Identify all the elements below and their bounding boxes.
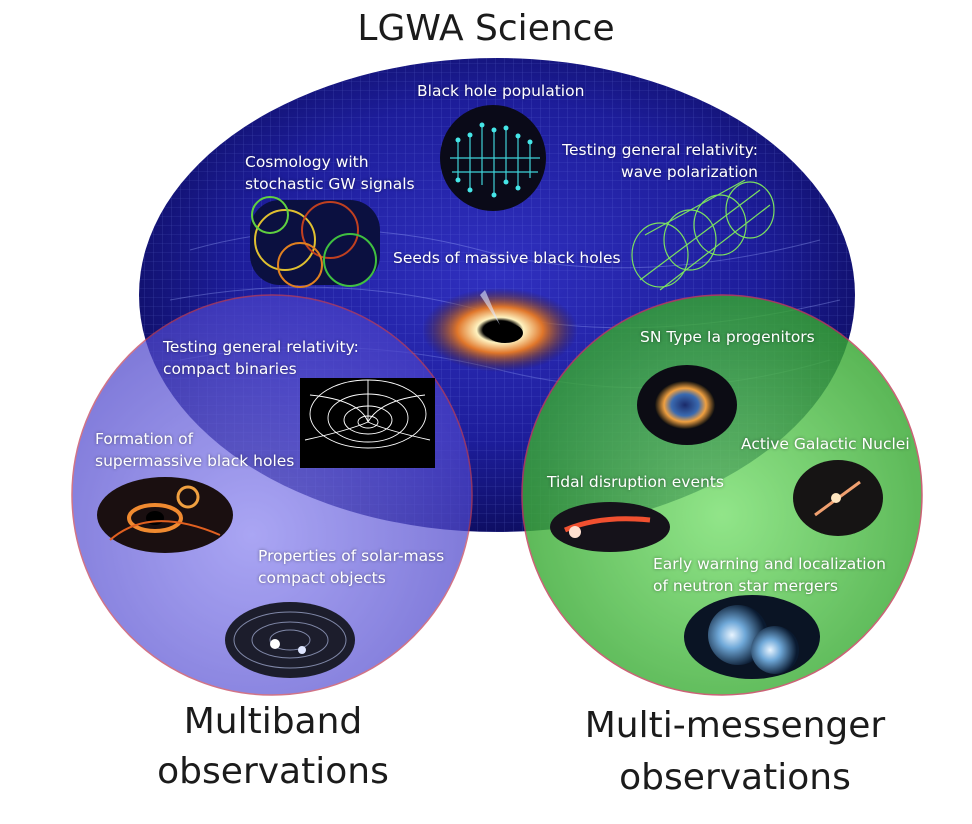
label-line-2: compact objects bbox=[258, 569, 386, 587]
label-line-1: Testing general relativity: bbox=[562, 141, 758, 159]
sn-type-image bbox=[637, 365, 737, 445]
solar-mass-image bbox=[225, 602, 355, 678]
label-text: SN Type Ia progenitors bbox=[640, 328, 815, 346]
label-gr-binaries: Testing general relativity: compact bina… bbox=[163, 336, 359, 380]
label-smbh: Formation of supermassive black holes bbox=[95, 428, 294, 472]
label-line-2: compact binaries bbox=[163, 360, 297, 378]
cosmology-image bbox=[250, 196, 380, 288]
label-early-warning: Early warning and localization of neutro… bbox=[653, 553, 886, 597]
label-agn: Active Galactic Nuclei bbox=[741, 433, 910, 455]
seeds-image bbox=[422, 288, 578, 372]
multiband-title: Multiband observations bbox=[128, 697, 418, 797]
title-line-1: Multi-messenger bbox=[584, 705, 886, 746]
label-solar-mass: Properties of solar-mass compact objects bbox=[258, 545, 444, 589]
label-gr-polarization: Testing general relativity: wave polariz… bbox=[545, 139, 758, 183]
black-hole-population-image bbox=[440, 105, 546, 211]
label-line-1: Cosmology with bbox=[245, 153, 369, 171]
label-line-1: Early warning and localization bbox=[653, 555, 886, 573]
title-line-2: observations bbox=[619, 757, 851, 798]
label-line-1: Formation of bbox=[95, 430, 194, 448]
tidal-disruption-image bbox=[550, 502, 670, 552]
label-line-2: wave polarization bbox=[621, 163, 758, 181]
page-title: LGWA Science bbox=[357, 8, 615, 49]
compact-binaries-image bbox=[300, 378, 435, 468]
label-text: Active Galactic Nuclei bbox=[741, 435, 910, 453]
label-sn-type: SN Type Ia progenitors bbox=[640, 326, 815, 348]
label-black-hole-population: Black hole population bbox=[417, 80, 584, 102]
label-text: Seeds of massive black holes bbox=[393, 249, 621, 267]
label-tde: Tidal disruption events bbox=[547, 471, 724, 493]
label-line-1: Testing general relativity: bbox=[163, 338, 359, 356]
title-line-1: Multiband bbox=[183, 701, 363, 742]
label-line-1: Properties of solar-mass bbox=[258, 547, 445, 565]
multimessenger-region bbox=[521, 294, 923, 696]
label-line-2: supermassive black holes bbox=[95, 452, 295, 470]
supermassive-black-holes-image bbox=[97, 477, 233, 553]
title-line-2: observations bbox=[157, 751, 389, 792]
wave-polarization-image bbox=[631, 179, 775, 291]
label-line-2: stochastic GW signals bbox=[245, 175, 415, 193]
agn-image bbox=[793, 460, 883, 536]
label-cosmology: Cosmology with stochastic GW signals bbox=[245, 151, 415, 195]
neutron-star-merger-image bbox=[684, 595, 820, 679]
label-seeds: Seeds of massive black holes bbox=[393, 247, 621, 269]
label-text: Tidal disruption events bbox=[547, 473, 724, 491]
label-text: Black hole population bbox=[417, 82, 585, 100]
label-line-2: of neutron star mergers bbox=[653, 577, 838, 595]
multimessenger-title: Multi-messenger observations bbox=[560, 700, 910, 804]
